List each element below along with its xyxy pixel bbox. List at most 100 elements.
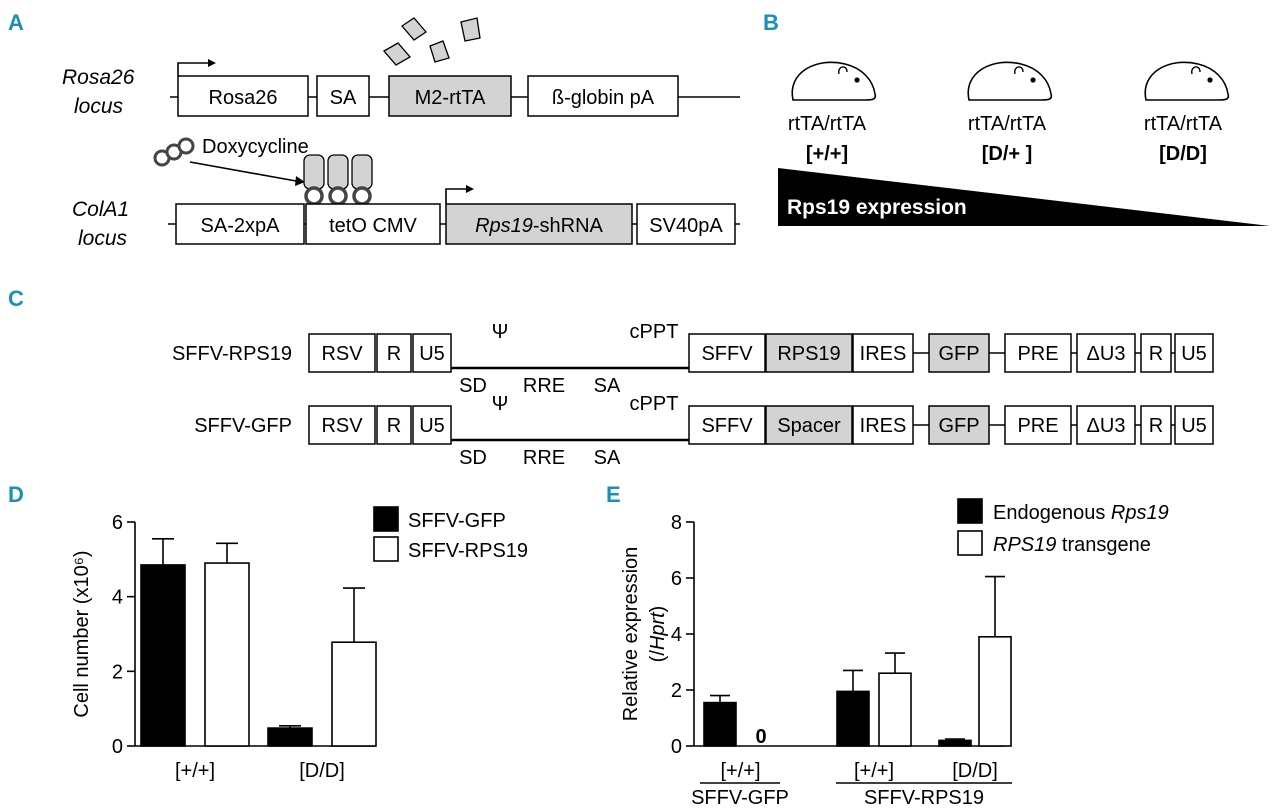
y-tick-label: 0 <box>671 736 682 758</box>
construct-element-label: Spacer <box>777 415 841 437</box>
x-category-label: [+/+] <box>175 760 215 782</box>
construct-sa-label: SA <box>594 447 621 469</box>
rosa-locus-label-2: locus <box>74 95 124 118</box>
mouse-allele-2: [D/+ ] <box>982 143 1033 165</box>
construct-element-label: IRES <box>860 415 907 437</box>
construct-name: SFFV-RPS19 <box>172 343 292 365</box>
construct-element-label: SFFV <box>701 343 753 365</box>
construct-element-label: R <box>387 343 401 365</box>
cola-promoter-arrow <box>445 188 466 204</box>
construct-element-label: ΔU3 <box>1087 415 1126 437</box>
panel-letter-d: D <box>8 482 24 507</box>
mouse-allele-3: [D/D] <box>1159 143 1207 165</box>
y-axis-label: Relative expression <box>620 547 642 722</box>
construct-rre-label: RRE <box>523 447 565 469</box>
panel-b: rtTA/rtTA [+/+] rtTA/rtTA [D/+ ] rtTA/rt… <box>778 61 1270 226</box>
construct-element-label: PRE <box>1017 343 1058 365</box>
legend-swatch <box>373 536 399 562</box>
rosa-box-beta-globin-label: ß-globin pA <box>552 87 655 109</box>
construct-element-label: RSV <box>321 415 363 437</box>
cola-box-sa-2xpa <box>175 203 305 245</box>
cola-box-teto-cmv <box>305 203 441 245</box>
legend-swatch <box>957 498 983 524</box>
y-tick-label: 8 <box>671 512 682 534</box>
y-tick-label: 6 <box>671 568 682 590</box>
bar-rps19-transgene <box>978 635 1012 747</box>
panel-a: Rosa26 locus Rosa26 SA M2-rtTA ß-globin … <box>62 17 740 250</box>
construct-element-box <box>1174 405 1214 445</box>
x-category-label: [D/D] <box>952 760 998 782</box>
doxycycline-icon <box>153 137 195 167</box>
rosa-box-sa-label: SA <box>330 87 357 109</box>
cola-box-rps19-shrna-label: Rps19-shRNA <box>475 215 603 237</box>
construct-element-label: U5 <box>419 415 445 437</box>
rosa-box-rosa26 <box>177 75 309 117</box>
y-tick-label: 0 <box>112 736 123 758</box>
cola-box-sv40pa-label: SV40pA <box>649 215 723 237</box>
y-tick-label: 2 <box>671 680 682 702</box>
x-category-label: [D/D] <box>299 760 345 782</box>
construct-sa-label: SA <box>594 375 621 397</box>
construct-element-label: RSV <box>321 343 363 365</box>
x-category-label: [+/+] <box>720 760 760 782</box>
mouse-icon <box>1144 61 1230 101</box>
legend-label: SFFV-GFP <box>408 510 506 532</box>
panel-letter-b: B <box>763 10 779 35</box>
construct-cppt-label: cPPT <box>630 393 679 415</box>
y-tick-label: 6 <box>112 512 123 534</box>
y-tick-label: 4 <box>671 624 682 646</box>
bar-endogenous-rps19 <box>938 739 972 747</box>
construct-element-box <box>412 405 452 445</box>
rosa-box-sa <box>316 75 370 117</box>
construct-element-box <box>1004 405 1072 445</box>
construct-rre-label: RRE <box>523 375 565 397</box>
teto-bound-complex <box>303 154 373 206</box>
legend-label: RPS19 transgene <box>993 534 1151 556</box>
panel-letter-c: C <box>8 286 24 311</box>
cola-promoter-arrowhead <box>466 185 474 193</box>
legend-swatch <box>373 506 399 532</box>
cola-box-sa-2xpa-label: SA-2xpA <box>201 215 281 237</box>
construct-element-box <box>688 333 766 373</box>
rosa-box-m2-rttA <box>388 75 512 117</box>
rps19-expression-label: Rps19 expression <box>787 196 967 219</box>
construct-element-box <box>376 333 412 373</box>
construct-name: SFFV-GFP <box>194 415 292 437</box>
construct-element-label: U5 <box>1181 415 1207 437</box>
rosa-locus-label-1: Rosa26 <box>62 66 135 89</box>
construct-element-label: R <box>1149 343 1163 365</box>
construct-sd-label: SD <box>459 375 487 397</box>
panel-letter-a: A <box>8 10 24 35</box>
mouse-genotype-2: rtTA/rtTA <box>968 113 1047 135</box>
legend-label: Endogenous Rps19 <box>993 502 1169 524</box>
construct-element-label: U5 <box>1181 343 1207 365</box>
rps19-expression-wedge <box>778 168 1270 226</box>
construct-element-box <box>688 405 766 445</box>
doxycycline-label: Doxycycline <box>202 136 309 158</box>
construct-element-box <box>1140 333 1172 373</box>
construct-element-box <box>1076 405 1136 445</box>
y-axis-label: Cell number (x10⁶) <box>71 550 93 717</box>
construct-psi-label: Ψ <box>492 393 509 415</box>
construct-element-box <box>928 333 990 373</box>
bar-endogenous-rps19 <box>836 690 870 747</box>
construct-cppt-label: cPPT <box>630 321 679 343</box>
construct-element-box <box>412 333 452 373</box>
construct-element-label: R <box>1149 415 1163 437</box>
construct-element-box <box>308 333 376 373</box>
construct-element-label: PRE <box>1017 415 1058 437</box>
bar-sffv-gfp <box>267 727 313 747</box>
construct-element-box <box>308 405 376 445</box>
rosa-box-m2-rtta-label: M2-rtTA <box>415 87 486 109</box>
construct-element-box <box>376 405 412 445</box>
construct-element-label: GFP <box>938 343 979 365</box>
cola-locus-label-1: ColA1 <box>72 198 129 221</box>
zero-value-label: 0 <box>755 726 766 748</box>
y-axis-label-units: (/Hprt) <box>647 606 669 663</box>
bar-rps19-transgene <box>878 672 912 747</box>
panel-letter-e: E <box>606 482 621 507</box>
construct-element-box <box>1076 333 1136 373</box>
mouse-genotype-1: rtTA/rtTA <box>788 113 867 135</box>
